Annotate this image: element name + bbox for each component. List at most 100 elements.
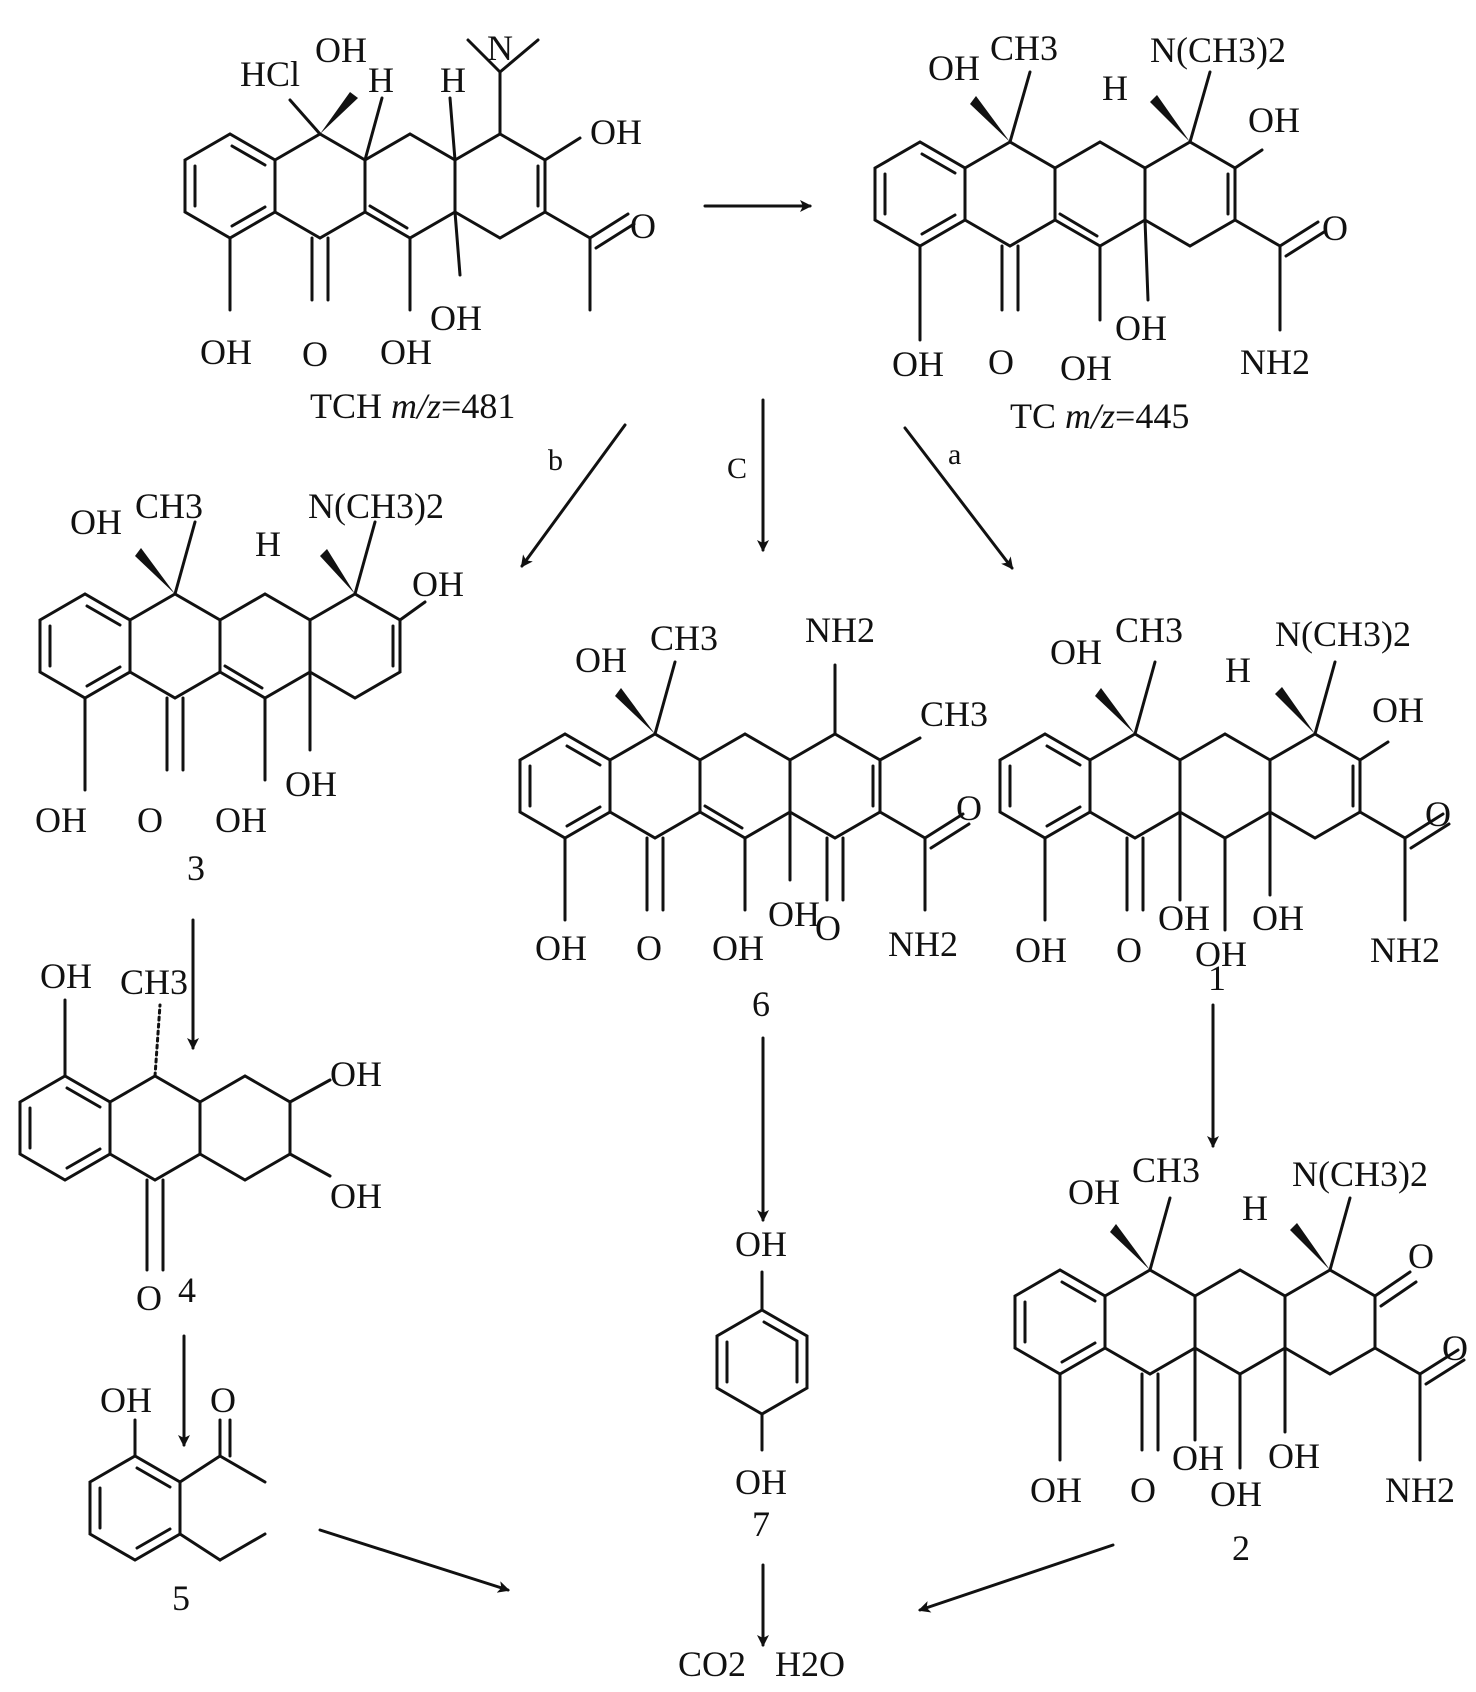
c6-label: CH3	[650, 618, 718, 658]
tch-label: OH	[590, 112, 642, 152]
c6-label: NH2	[888, 924, 958, 964]
c1-label: OH	[1252, 898, 1304, 938]
tch-label: H	[368, 60, 394, 100]
reaction-arrows: b C a	[178, 200, 1219, 1647]
c6-label: OH	[768, 894, 820, 934]
c5-label: O	[210, 1380, 236, 1420]
c6-label: O	[636, 928, 662, 968]
compound-number: 1	[1208, 958, 1226, 998]
tch-caption: TCH m/z=481	[310, 386, 515, 426]
c2-label: OH	[1210, 1474, 1262, 1514]
c1-label: O	[1425, 794, 1451, 834]
compound-5: OH O 5	[88, 1380, 267, 1618]
arrow-pathway-a	[903, 426, 1014, 570]
tch-label: OH	[380, 332, 432, 372]
c1-label: OH	[1158, 898, 1210, 938]
tc-label: N(CH3)2	[1150, 30, 1286, 70]
compound-1: OH CH3 N(CH3)2 H OH O OH O OH OH OH NH2 …	[998, 610, 1451, 998]
tc-label: O	[988, 342, 1014, 382]
compound-tch: HCl OH H H N OH O OH O OH OH TCH m/z=481	[183, 28, 656, 426]
compound-3: OH CH3 N(CH3)2 H OH OH O OH OH 3	[35, 486, 464, 888]
c2-label: O	[1442, 1328, 1468, 1368]
c2-label: N(CH3)2	[1292, 1154, 1428, 1194]
c1-label: OH	[1050, 632, 1102, 672]
c1-label: OH	[1195, 934, 1247, 974]
c2-label: OH	[1268, 1436, 1320, 1476]
tch-label: H	[440, 60, 466, 100]
c3-label: H	[255, 524, 281, 564]
c3-label: OH	[412, 564, 464, 604]
c3-label: N(CH3)2	[308, 486, 444, 526]
c3-label: CH3	[135, 486, 203, 526]
tch-label: OH	[200, 332, 252, 372]
c5-label: OH	[100, 1380, 152, 1420]
c6-label: OH	[535, 928, 587, 968]
pathway-label-b: b	[548, 444, 563, 477]
c1-label: OH	[1015, 930, 1067, 970]
c2-label: OH	[1172, 1438, 1224, 1478]
tch-label: HCl	[240, 54, 300, 94]
c4-label: OH	[330, 1054, 382, 1094]
compound-7: OH OH 7	[715, 1224, 809, 1544]
c2-label: O	[1130, 1470, 1156, 1510]
c2-label: O	[1408, 1236, 1434, 1276]
tch-label: OH	[315, 30, 367, 70]
c6-label: NH2	[805, 610, 875, 650]
c3-label: OH	[70, 502, 122, 542]
tch-label: O	[630, 206, 656, 246]
tch-label: OH	[430, 298, 482, 338]
compound-tc: OH CH3 N(CH3)2 H OH O OH O OH OH NH2 TC …	[873, 28, 1348, 436]
tc-label: CH3	[990, 28, 1058, 68]
product-co2: CO2	[678, 1644, 746, 1684]
compound-number: 2	[1232, 1528, 1250, 1568]
c2-label: CH3	[1132, 1150, 1200, 1190]
c2-label: OH	[1068, 1172, 1120, 1212]
c2-label: NH2	[1385, 1470, 1455, 1510]
c6-label: OH	[575, 640, 627, 680]
c4-label: OH	[40, 956, 92, 996]
compound-number: 3	[187, 848, 205, 888]
c7-label: OH	[735, 1462, 787, 1502]
tc-label: NH2	[1240, 342, 1310, 382]
compound-number: 4	[178, 1270, 196, 1310]
c6-label: O	[956, 788, 982, 828]
arrow-pathway-b	[520, 423, 627, 568]
compound-number: 7	[752, 1504, 770, 1544]
c6-label: CH3	[920, 694, 988, 734]
arrow-5-to-products	[318, 1528, 510, 1593]
tc-label: H	[1102, 68, 1128, 108]
c1-label: N(CH3)2	[1275, 614, 1411, 654]
tc-label: O	[1322, 208, 1348, 248]
c2-label: OH	[1030, 1470, 1082, 1510]
c6-label: OH	[712, 928, 764, 968]
final-products: CO2 H2O	[678, 1644, 845, 1684]
c4-label: CH3	[120, 962, 188, 1002]
c3-label: OH	[285, 764, 337, 804]
compound-6: OH CH3 NH2 CH3 O OH O OH OH O NH2 6	[518, 610, 988, 1024]
tc-label: OH	[1248, 100, 1300, 140]
pathway-label-a: a	[948, 438, 961, 471]
tc-caption: TC m/z=445	[1010, 396, 1189, 436]
pathway-label-c: C	[727, 452, 747, 485]
c6-label: O	[815, 908, 841, 948]
c2-label: H	[1242, 1188, 1268, 1228]
c3-label: OH	[35, 800, 87, 840]
c1-label: CH3	[1115, 610, 1183, 650]
arrow-2-to-products	[918, 1543, 1115, 1613]
tc-label: OH	[892, 344, 944, 384]
compound-4: OH CH3 OH OH O 4	[18, 956, 382, 1318]
tc-label: OH	[1115, 308, 1167, 348]
compound-number: 6	[752, 984, 770, 1024]
tch-label: O	[302, 334, 328, 374]
c3-label: OH	[215, 800, 267, 840]
c1-label: NH2	[1370, 930, 1440, 970]
c4-label: O	[136, 1278, 162, 1318]
compound-2: OH CH3 N(CH3)2 H O O OH O OH OH OH NH2 2	[1013, 1150, 1468, 1568]
product-h2o: H2O	[775, 1644, 845, 1684]
c1-label: O	[1116, 930, 1142, 970]
c1-label: OH	[1372, 690, 1424, 730]
tc-label: OH	[1060, 348, 1112, 388]
compound-number: 5	[172, 1578, 190, 1618]
